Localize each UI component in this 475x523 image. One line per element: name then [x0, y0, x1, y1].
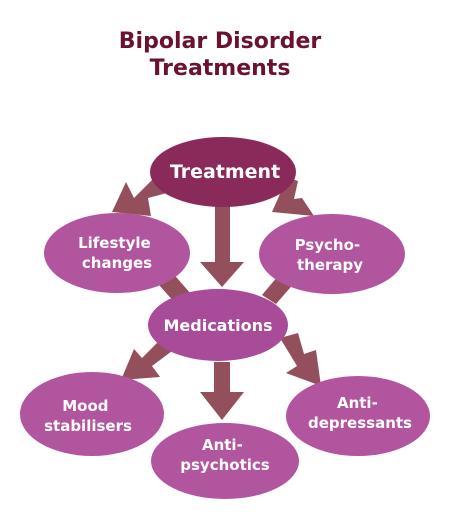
node-antidepressants-shape	[286, 376, 430, 456]
node-medications-label: Medications	[163, 316, 272, 335]
node-psychotherapy-shape	[259, 214, 405, 294]
node-psychotherapy: Psycho- therapy	[259, 214, 405, 294]
node-medications-shape	[148, 289, 288, 361]
node-antidepressants-label-line-1: Anti-	[337, 394, 378, 412]
node-lifestyle-label-line-2: changes	[82, 254, 152, 272]
node-antipsychotics-shape	[151, 423, 299, 499]
node-lifestyle-label: Lifestyle changes	[78, 234, 156, 272]
node-antipsychotics-label: Anti- psychotics	[180, 436, 270, 474]
node-psychotherapy-label-line-1: Psycho-	[295, 236, 361, 254]
arrow-medications-to-antipsychotics	[200, 362, 244, 420]
node-antipsychotics-label-line-1: Anti-	[202, 436, 243, 454]
node-mood-label: Mood stabilisers	[44, 397, 132, 435]
node-mood-shape	[20, 372, 164, 456]
node-treatment: Treatment	[150, 137, 296, 207]
node-treatment-shape	[150, 137, 296, 207]
node-treatment-label: Treatment	[170, 161, 280, 183]
node-anti-psychotics: Anti- psychotics	[151, 423, 299, 499]
node-lifestyle-shape	[44, 213, 190, 293]
node-mood-label-line-2: stabilisers	[44, 417, 132, 435]
diagram-title-line-2: Treatments	[150, 56, 291, 81]
node-anti-depressants: Anti- depressants	[286, 376, 430, 456]
node-lifestyle-changes: Lifestyle changes	[44, 213, 190, 293]
node-antipsychotics-label-line-2: psychotics	[180, 456, 270, 474]
arrow-treatment-to-medications	[200, 205, 244, 287]
node-psychotherapy-label-line-2: therapy	[297, 256, 363, 274]
node-antidepressants-label: Anti- depressants	[308, 394, 412, 432]
node-mood-label-line-1: Mood	[62, 397, 108, 415]
node-mood-stabilisers: Mood stabilisers	[20, 372, 164, 456]
node-medications: Medications	[148, 289, 288, 361]
diagram-title-line-1: Bipolar Disorder	[119, 29, 322, 54]
node-psychotherapy-label: Psycho- therapy	[295, 236, 366, 274]
node-medications-label-line: Medications	[163, 316, 272, 335]
node-lifestyle-label-line-1: Lifestyle	[78, 234, 151, 252]
arrow-medications-to-mood	[121, 338, 172, 380]
arrow-medications-to-antidepressants	[280, 333, 321, 386]
node-antidepressants-label-line-2: depressants	[308, 414, 412, 432]
node-treatment-label-line: Treatment	[170, 161, 280, 183]
